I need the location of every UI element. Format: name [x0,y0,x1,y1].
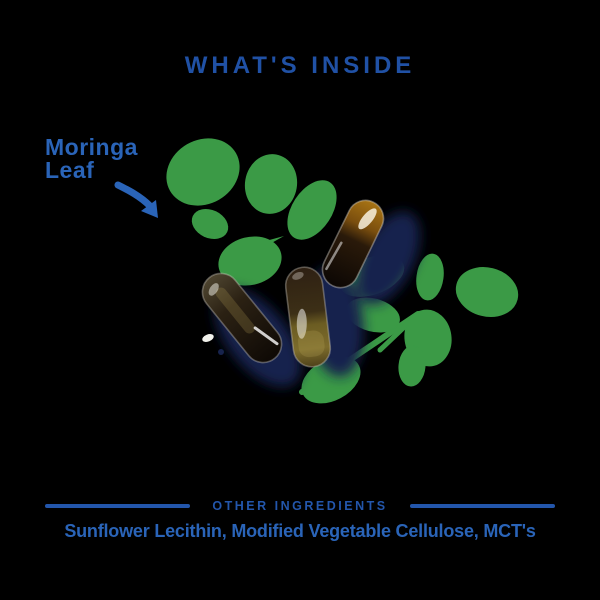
moringa-leaf-cluster-left [166,138,337,286]
capsule-dark [201,272,283,364]
page-title: WHAT'S INSIDE [184,52,416,79]
capsule-amber [321,199,385,289]
leaflet [287,180,337,240]
callout-label-line1: Moringa [45,134,138,160]
leaflet [398,345,426,387]
footer-divider-left [45,504,190,508]
callout-label-line2: Leaf [45,157,95,183]
leaflet [455,267,519,317]
callout-label-moringa-leaf: Moringa Leaf [45,136,138,182]
highlight-specks [202,334,224,355]
leaflet [416,253,444,301]
footer-divider-right [410,504,555,508]
leaflet [218,236,282,286]
capsule-two-tone [284,266,332,368]
arrow-icon [114,181,158,218]
leaflet [166,138,240,206]
other-ingredients-heading: OTHER INGREDIENTS [212,499,388,513]
leaflet [191,208,229,240]
leaflet [244,154,298,214]
other-ingredients-text: Sunflower Lecithin, Modified Vegetable C… [64,521,536,541]
